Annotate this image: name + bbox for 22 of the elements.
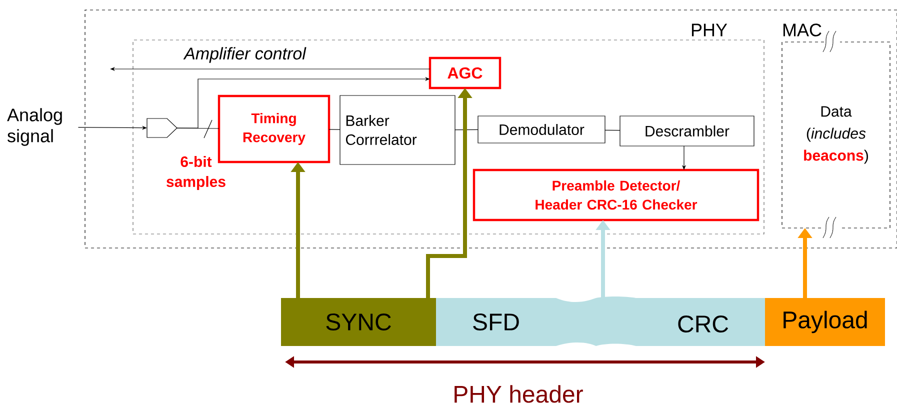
connector-line [328, 129, 340, 130]
edge-label: Amplifier control [183, 46, 307, 64]
process-box: Timing Recovery [218, 94, 330, 164]
node-label: PHY [692, 24, 728, 36]
dimension-label: PHY header [454, 385, 583, 403]
layer-boundary: MAC Data (includes beacons) [782, 24, 890, 238]
node-label: MAC [783, 24, 822, 36]
node-label: CRC [678, 316, 728, 332]
process-box: Demodulator [478, 116, 606, 144]
packet-field: SYNC [281, 298, 436, 346]
connector-line [454, 129, 478, 130]
converter-symbol [146, 118, 178, 138]
process-box: Descrambler [620, 116, 754, 146]
packet-field: SFD [436, 298, 556, 346]
packet-field: CRC [556, 296, 765, 346]
process-box: Barker Corrrelator [340, 95, 456, 165]
process-box: AGC [428, 56, 502, 90]
process-box: Preamble Detector/ Header CRC-16 Checker [472, 168, 760, 222]
connector-line [604, 130, 620, 131]
packet-field: Payload [765, 298, 885, 346]
signal-label: Analog signal [7, 108, 62, 146]
node-label: SFD [473, 314, 519, 330]
